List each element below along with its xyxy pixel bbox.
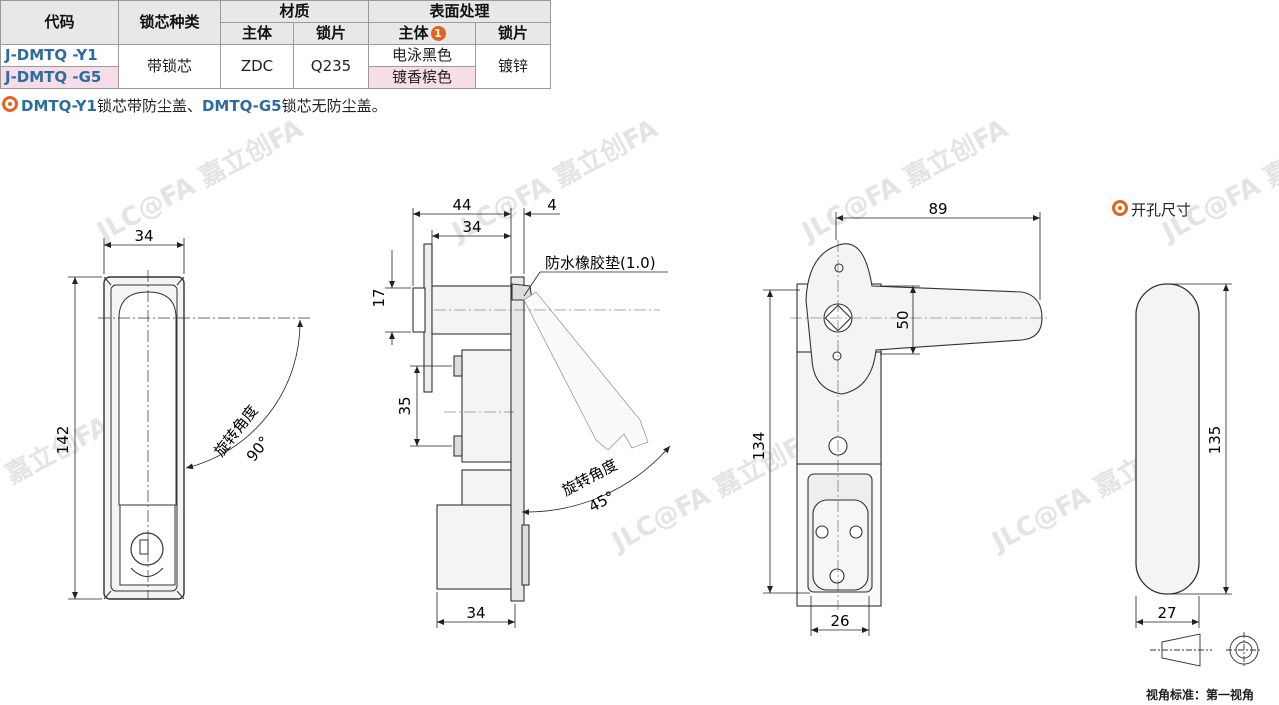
row-code: J-DMTQ -G5 <box>0 66 119 89</box>
front-angle-value: 90° <box>243 433 274 465</box>
material-note: DMTQ-Y1锁芯带防尘盖、DMTQ-G5锁芯无防尘盖。 <box>2 95 387 116</box>
dim-side-34-top: 34 <box>462 218 481 236</box>
side-dimensions <box>385 208 671 628</box>
gasket-label: 防水橡胶垫(1.0) <box>545 254 656 272</box>
row-surface-body: 镀香槟色 <box>368 66 476 89</box>
row-material-plate: Q235 <box>293 44 369 89</box>
note-code-1: DMTQ-Y1 <box>21 97 97 115</box>
bullet-icon <box>1112 200 1128 216</box>
note-text-1: 锁芯带防尘盖、 <box>96 97 202 115</box>
note-text-2: 锁芯无防尘盖。 <box>281 97 387 115</box>
dim-side-34-bottom: 34 <box>466 604 485 622</box>
cutout-view <box>1135 283 1200 595</box>
dim-side-44: 44 <box>452 196 471 214</box>
dim-side-17: 17 <box>370 288 388 307</box>
row-surface-plate: 镀锌 <box>475 44 551 89</box>
side-angle-value: 45° <box>586 487 618 515</box>
side-view <box>412 243 660 602</box>
cutout-title: 开孔尺寸 <box>1112 199 1191 220</box>
row-code: J-DMTQ -Y1 <box>0 44 119 67</box>
note-badge: 1 <box>430 26 446 41</box>
view-standard: 视角标准：第一视角 <box>1146 688 1255 702</box>
header-material-body: 主体 <box>220 22 294 45</box>
header-surface: 表面处理 <box>368 0 551 23</box>
table-row: J-DMTQ -Y1 带锁芯 ZDC Q235 电泳黑色 镀锌 <box>0 44 551 89</box>
projection-symbol-icon <box>1150 632 1262 668</box>
dim-back-50: 50 <box>894 310 912 329</box>
front-dimensions <box>68 238 304 600</box>
row-surface-body: 电泳黑色 <box>368 44 476 67</box>
header-code: 代码 <box>0 0 119 45</box>
dim-side-35: 35 <box>396 396 414 415</box>
dim-cutout-27: 27 <box>1157 604 1176 622</box>
dim-back-89: 89 <box>928 200 947 218</box>
header-material-plate: 锁片 <box>293 22 369 45</box>
row-core: 带锁芯 <box>118 44 221 89</box>
dim-back-26: 26 <box>830 612 849 630</box>
back-dimensions <box>763 212 1041 636</box>
row-material-body: ZDC <box>220 44 294 89</box>
dim-back-134: 134 <box>750 432 768 461</box>
front-view <box>98 270 310 600</box>
dim-front-width: 34 <box>134 227 153 245</box>
note-code-2: DMTQ-G5 <box>201 97 282 115</box>
back-view <box>790 240 1050 610</box>
bullet-icon <box>2 96 18 112</box>
header-surface-plate: 锁片 <box>475 22 551 45</box>
cutout-dimensions <box>1135 283 1232 628</box>
header-material: 材质 <box>220 0 369 23</box>
dim-cutout-135: 135 <box>1206 426 1224 455</box>
dim-front-height: 142 <box>54 426 72 455</box>
dim-side-4: 4 <box>547 196 557 214</box>
